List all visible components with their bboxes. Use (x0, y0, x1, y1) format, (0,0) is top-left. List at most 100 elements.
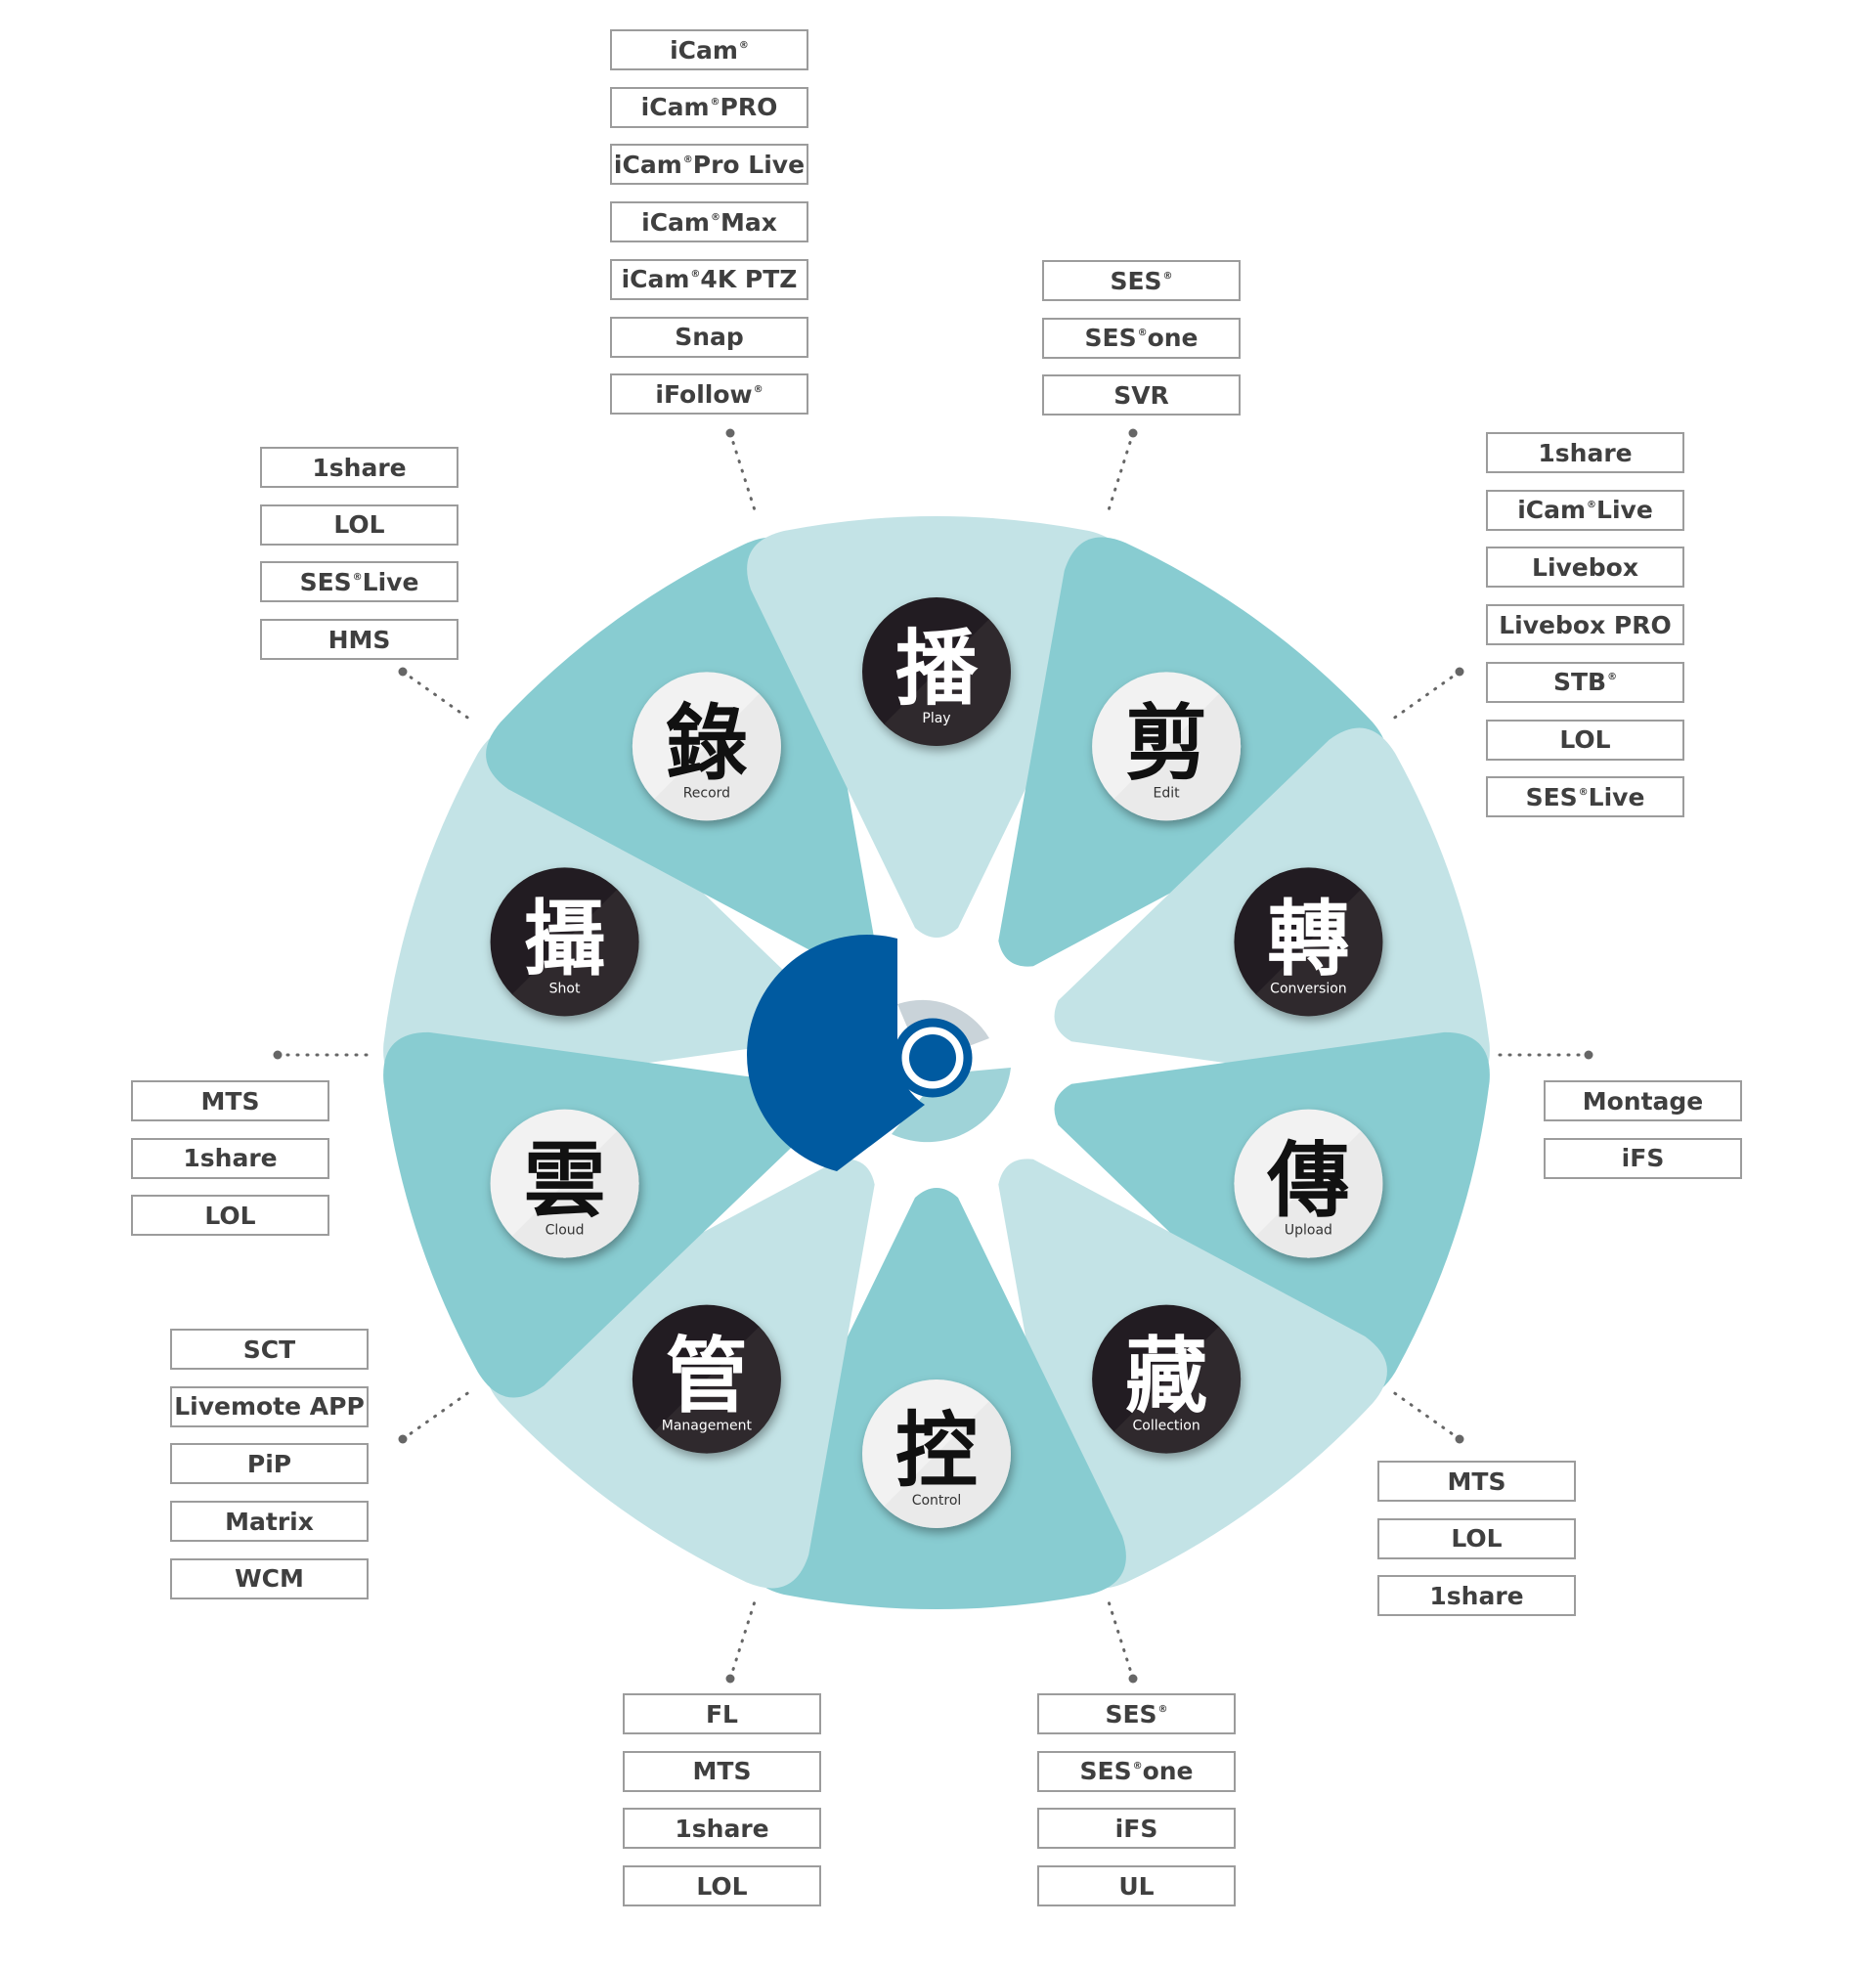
company-logo-icon (747, 935, 1011, 1171)
stage-label-collection: Collection (1132, 1419, 1200, 1434)
product-control-1[interactable]: Livemote APP (170, 1385, 369, 1427)
product-collection-0[interactable]: FL (623, 1693, 821, 1734)
leader-dot-management (273, 1050, 283, 1060)
product-control-4[interactable]: WCM (170, 1557, 369, 1599)
product-upload-2[interactable]: iFS (1037, 1808, 1236, 1850)
product-play-5[interactable]: LOL (1486, 719, 1684, 761)
product-play-1[interactable]: iCam® Live (1486, 489, 1684, 531)
product-play-3[interactable]: Livebox PRO (1486, 604, 1684, 646)
leader-record (1106, 431, 1135, 515)
product-conversion-2[interactable]: 1share (1377, 1575, 1576, 1617)
product-collection-3[interactable]: LOL (623, 1865, 821, 1907)
logo-blue-sector (747, 935, 925, 1171)
stage-sheen-collection (1092, 1304, 1242, 1454)
stage-sheen-cloud (490, 1109, 639, 1258)
stage-sheen-control (862, 1379, 1011, 1528)
stage-char-management: 管 (666, 1329, 748, 1424)
stage-sheen-record (632, 672, 781, 821)
leader-dot-conversion (1455, 1434, 1464, 1444)
product-play-4[interactable]: STB® (1486, 661, 1684, 703)
product-control-0[interactable]: SCT (170, 1329, 369, 1370)
product-management-1[interactable]: 1share (131, 1137, 329, 1179)
product-shot-6[interactable]: iFollow® (610, 373, 808, 416)
product-management-0[interactable]: MTS (131, 1080, 329, 1121)
registered-mark: ® (738, 39, 749, 51)
logo-dot (909, 1034, 956, 1081)
product-collection-2[interactable]: 1share (623, 1808, 821, 1850)
stage-sheen-management (632, 1304, 781, 1454)
registered-mark: ® (1132, 1761, 1143, 1773)
leader-dot-control (398, 1434, 408, 1444)
product-record-1[interactable]: SES® one (1042, 317, 1241, 359)
stage-char-cloud: 雲 (524, 1133, 606, 1229)
product-shot-1[interactable]: iCam® PRO (610, 86, 808, 128)
product-conversion-1[interactable]: LOL (1377, 1517, 1576, 1559)
leader-shot (728, 431, 758, 515)
product-record-0[interactable]: SES® (1042, 260, 1241, 301)
product-play-6[interactable]: SES® Live (1486, 776, 1684, 818)
registered-mark: ® (1587, 500, 1597, 511)
leader-lines (273, 428, 1593, 1684)
leader-dot-collection (725, 1674, 735, 1684)
leader-dot-edit (1584, 1050, 1593, 1060)
stage-char-shot: 攝 (524, 891, 606, 986)
product-cloud-3[interactable]: HMS (260, 619, 458, 661)
registered-mark: ® (1162, 270, 1173, 282)
stage-label-cloud: Cloud (545, 1223, 585, 1239)
product-upload-3[interactable]: UL (1037, 1865, 1236, 1907)
leader-dot-shot (725, 428, 735, 438)
product-shot-5[interactable]: Snap (610, 316, 808, 358)
product-upload-1[interactable]: SES® one (1037, 1750, 1236, 1792)
product-shot-3[interactable]: iCam® Max (610, 201, 808, 243)
registered-mark: ® (1578, 786, 1589, 798)
product-shot-0[interactable]: iCam® (610, 29, 808, 70)
registered-mark: ® (1607, 672, 1618, 683)
product-management-2[interactable]: LOL (131, 1195, 329, 1237)
product-record-2[interactable]: SVR (1042, 374, 1241, 416)
product-edit-0[interactable]: Montage (1544, 1080, 1742, 1121)
product-control-3[interactable]: Matrix (170, 1501, 369, 1543)
product-cloud-1[interactable]: LOL (260, 503, 458, 546)
stage-sheen-shot (490, 867, 639, 1017)
logo-ring (893, 1018, 973, 1098)
registered-mark: ® (710, 211, 720, 223)
product-edit-1[interactable]: iFS (1544, 1137, 1742, 1179)
stage-char-record: 錄 (666, 695, 748, 791)
product-shot-2[interactable]: iCam® Pro Live (610, 144, 808, 186)
logo-teal-arc (892, 1068, 1011, 1143)
registered-mark: ® (352, 571, 363, 583)
leader-dot-play (1455, 667, 1464, 677)
product-upload-0[interactable]: SES® (1037, 1693, 1236, 1734)
product-play-2[interactable]: Livebox (1486, 547, 1684, 589)
leader-upload (1106, 1597, 1135, 1681)
stage-char-collection: 藏 (1125, 1329, 1207, 1424)
product-cloud-0[interactable]: 1share (260, 447, 458, 488)
stage-sheen-conversion (1234, 867, 1383, 1017)
leader-dot-cloud (398, 667, 408, 677)
product-control-2[interactable]: PiP (170, 1443, 369, 1485)
registered-mark: ® (1137, 328, 1148, 339)
stage-label-upload: Upload (1285, 1223, 1332, 1239)
product-collection-1[interactable]: MTS (623, 1750, 821, 1792)
product-shot-4[interactable]: iCam® 4K PTZ (610, 258, 808, 300)
product-cloud-2[interactable]: SES® Live (260, 561, 458, 603)
stage-sheen-edit (1092, 672, 1242, 821)
product-play-0[interactable]: 1share (1486, 432, 1684, 473)
stage-char-edit: 剪 (1125, 695, 1207, 791)
product-conversion-0[interactable]: MTS (1377, 1461, 1576, 1502)
stage-label-control: Control (912, 1493, 962, 1509)
stage-label-conversion: Conversion (1270, 981, 1347, 996)
stage-label-play: Play (922, 711, 950, 726)
